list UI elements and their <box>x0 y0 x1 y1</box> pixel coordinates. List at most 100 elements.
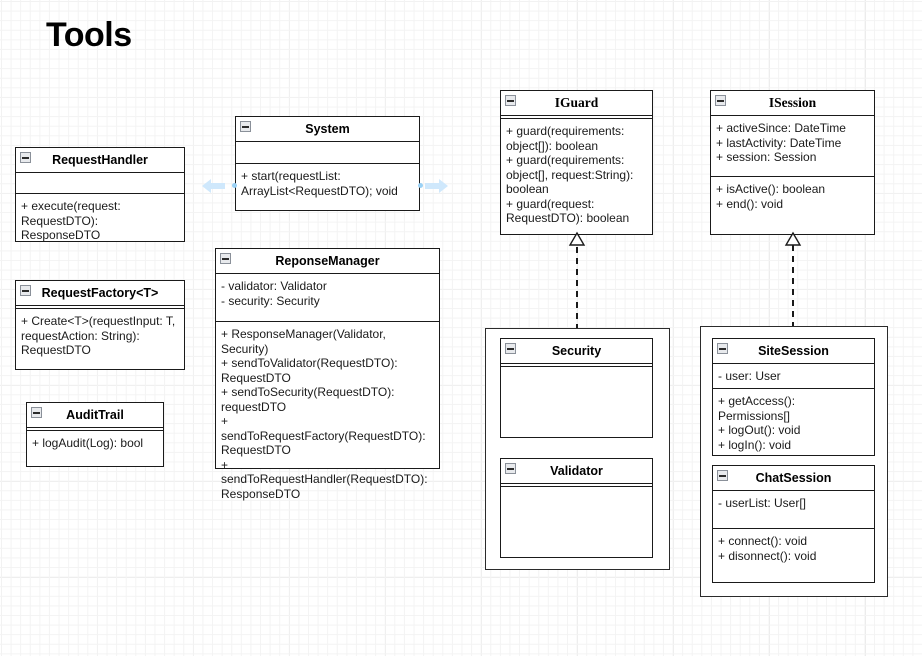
class-name-label: IGuard <box>554 95 599 110</box>
method-row: requestDTO <box>221 399 287 414</box>
collapse-minus-icon[interactable] <box>505 343 516 354</box>
class-box-isession[interactable]: ISession + activeSince: DateTime + lastA… <box>710 90 875 235</box>
page-title: Tools <box>46 16 132 54</box>
method-row: + logAudit(Log): bool <box>32 436 144 450</box>
class-box-security[interactable]: Security <box>500 338 653 438</box>
attributes-compartment-validator <box>501 484 652 487</box>
attribute-row: + activeSince: DateTime <box>716 121 846 135</box>
method-row: boolean <box>506 182 549 196</box>
method-row: + end(): void <box>716 196 784 211</box>
method-row: + sendToRequestFactory(RequestDTO): <box>221 414 426 443</box>
class-box-request-factory[interactable]: RequestFactory<T> + Create<T>(requestInp… <box>15 280 185 370</box>
collapse-minus-icon[interactable] <box>220 253 231 264</box>
method-row: + logOut(): void <box>718 423 801 437</box>
methods-compartment-chat-session: + connect(): void + disonnect(): void <box>713 529 874 582</box>
attributes-compartment-audit-trail <box>27 428 163 431</box>
class-box-iguard[interactable]: IGuard + guard(requirements: object[]): … <box>500 90 653 235</box>
collapse-minus-icon[interactable] <box>505 463 516 474</box>
class-name-label: SiteSession <box>758 344 829 358</box>
class-title-validator: Validator <box>501 459 652 484</box>
class-title-request-handler: RequestHandler <box>16 148 184 173</box>
class-box-validator[interactable]: Validator <box>500 458 653 558</box>
method-row: ResponseDTO <box>221 486 301 501</box>
class-name-label: ISession <box>768 95 817 110</box>
methods-compartment-security <box>501 367 652 437</box>
method-row: object[], request:String): <box>506 167 634 182</box>
methods-compartment-request-factory: + Create<T>(requestInput: T, requestActi… <box>16 309 184 369</box>
class-box-audit-trail[interactable]: AuditTrail + logAudit(Log): bool <box>26 402 164 467</box>
class-title-isession: ISession <box>711 91 874 116</box>
attribute-row: - userList: User[] <box>718 496 807 510</box>
class-box-site-session[interactable]: SiteSession - user: User + getAccess(): … <box>712 338 875 456</box>
class-name-label: Validator <box>550 464 603 478</box>
collapse-minus-icon[interactable] <box>31 407 42 418</box>
method-row: requestAction: String): <box>21 328 140 343</box>
method-row: + execute(request: <box>21 199 121 213</box>
attributes-compartment-security <box>501 364 652 367</box>
class-name-label: Security <box>551 344 602 358</box>
methods-compartment-site-session: + getAccess(): Permissions[] + logOut():… <box>713 389 874 456</box>
attribute-row: + lastActivity: DateTime <box>716 135 842 150</box>
collapse-minus-icon[interactable] <box>240 121 251 132</box>
attributes-compartment-request-handler <box>16 173 184 194</box>
collapse-minus-icon[interactable] <box>505 95 516 106</box>
class-box-system[interactable]: System + start(requestList: ArrayList<Re… <box>235 116 420 211</box>
method-row: ArrayList<RequestDTO); void <box>241 183 398 198</box>
collapse-minus-icon[interactable] <box>717 343 728 354</box>
attribute-row: - security: Security <box>221 293 320 308</box>
method-row: RequestDTO): boolean <box>506 211 630 225</box>
method-row: RequestDTO): ResponseDTO <box>21 213 102 243</box>
method-row: + guard(requirements: <box>506 153 625 167</box>
methods-compartment-iguard: + guard(requirements: object[]): boolean… <box>501 119 652 234</box>
class-title-security: Security <box>501 339 652 364</box>
method-row: + guard(requirements: <box>506 124 625 138</box>
method-row: + isActive(): boolean <box>716 182 826 196</box>
method-row: + getAccess(): Permissions[] <box>718 394 799 423</box>
method-row: + sendToSecurity(RequestDTO): <box>221 385 395 399</box>
methods-compartment-reponse-manager: + ResponseManager(Validator, Security) +… <box>216 322 439 505</box>
class-name-label: RequestHandler <box>52 153 148 167</box>
attribute-row: - validator: Validator <box>221 279 327 293</box>
hover-arrow-right-icon[interactable] <box>424 175 450 197</box>
methods-compartment-audit-trail: + logAudit(Log): bool <box>27 431 163 466</box>
collapse-minus-icon[interactable] <box>717 470 728 481</box>
attributes-compartment-iguard <box>501 116 652 119</box>
attribute-row: + session: Session <box>716 150 817 164</box>
attributes-compartment-chat-session: - userList: User[] <box>713 491 874 529</box>
connector-security-realizes-iguard[interactable] <box>568 231 586 330</box>
collapse-minus-icon[interactable] <box>715 95 726 106</box>
method-row: + sendToValidator(RequestDTO): <box>221 356 398 370</box>
attributes-compartment-request-factory <box>16 306 184 309</box>
connection-endpoint-right[interactable] <box>418 183 423 188</box>
class-box-reponse-manager[interactable]: ReponseManager - validator: Validator - … <box>215 248 440 501</box>
class-box-chat-session[interactable]: ChatSession - userList: User[] + connect… <box>712 465 875 583</box>
class-name-label: RequestFactory<T> <box>41 286 159 300</box>
hover-arrow-left-icon[interactable] <box>200 175 226 197</box>
attribute-row: - user: User <box>718 369 781 383</box>
method-row: + Create<T>(requestInput: T, <box>21 314 176 328</box>
methods-compartment-system: + start(requestList: ArrayList<RequestDT… <box>236 164 419 210</box>
attributes-compartment-isession: + activeSince: DateTime + lastActivity: … <box>711 116 874 177</box>
method-row: object[]): boolean <box>506 138 599 153</box>
method-row: + connect(): void <box>718 534 808 548</box>
attributes-compartment-reponse-manager: - validator: Validator - security: Secur… <box>216 274 439 322</box>
methods-compartment-isession: + isActive(): boolean + end(): void <box>711 177 874 234</box>
collapse-minus-icon[interactable] <box>20 152 31 163</box>
class-box-request-handler[interactable]: RequestHandler + execute(request: Reques… <box>15 147 185 242</box>
class-name-label: System <box>305 122 350 136</box>
connection-endpoint-left[interactable] <box>232 183 237 188</box>
method-row: + ResponseManager(Validator, Security) <box>221 327 390 356</box>
class-title-site-session: SiteSession <box>713 339 874 364</box>
class-title-iguard: IGuard <box>501 91 652 116</box>
method-row: + start(requestList: <box>241 169 341 183</box>
method-row: RequestDTO <box>221 370 291 385</box>
collapse-minus-icon[interactable] <box>20 285 31 296</box>
class-title-system: System <box>236 117 419 142</box>
method-row: + sendToRequestHandler(RequestDTO): <box>221 457 428 487</box>
attributes-compartment-system <box>236 142 419 164</box>
class-name-label: ChatSession <box>755 471 832 485</box>
class-name-label: AuditTrail <box>66 408 124 422</box>
method-row: + logIn(): void <box>718 437 792 452</box>
connector-session-realizes-isession[interactable] <box>784 231 802 328</box>
